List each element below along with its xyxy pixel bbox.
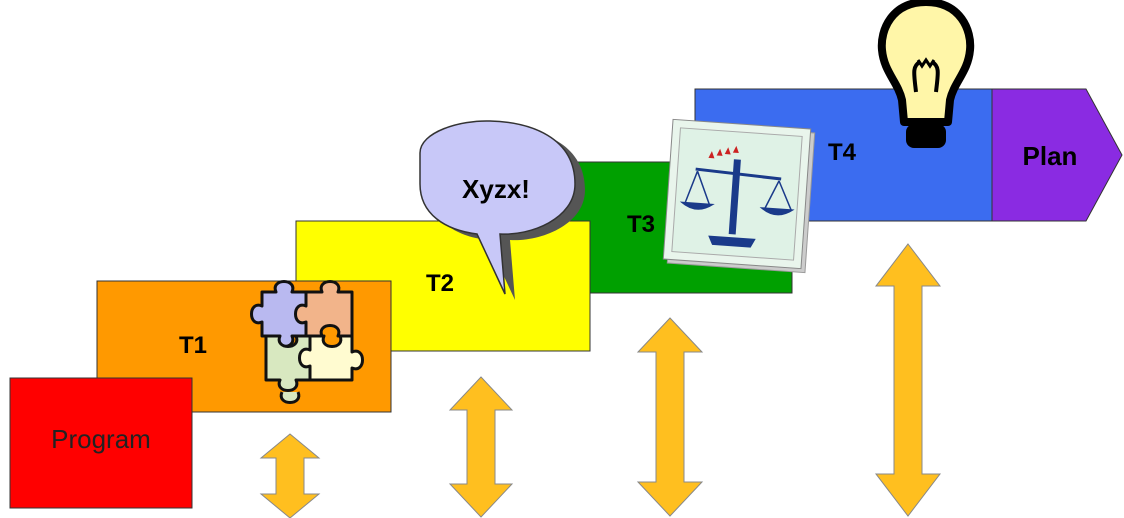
scales-icon xyxy=(662,118,816,274)
label-t1: T1 xyxy=(179,332,207,359)
double-arrow-icon xyxy=(259,243,942,518)
label-plan: Plan xyxy=(1023,141,1078,171)
lightbulb-icon xyxy=(877,0,975,148)
puzzle-icon xyxy=(250,280,364,404)
double-arrow-4 xyxy=(874,243,942,517)
double-arrow-2 xyxy=(448,376,514,518)
step-program-box xyxy=(9,377,193,509)
label-t4: T4 xyxy=(828,139,857,166)
label-t2: T2 xyxy=(426,270,454,297)
label-program: Program xyxy=(51,424,151,454)
step-plan-arrow xyxy=(991,88,1123,222)
label-t3: T3 xyxy=(627,211,655,238)
double-arrow-3 xyxy=(636,317,704,517)
double-arrow-1 xyxy=(259,433,321,518)
callout-text: Xyzx! xyxy=(462,174,530,204)
speech-bubble-icon xyxy=(419,120,585,300)
